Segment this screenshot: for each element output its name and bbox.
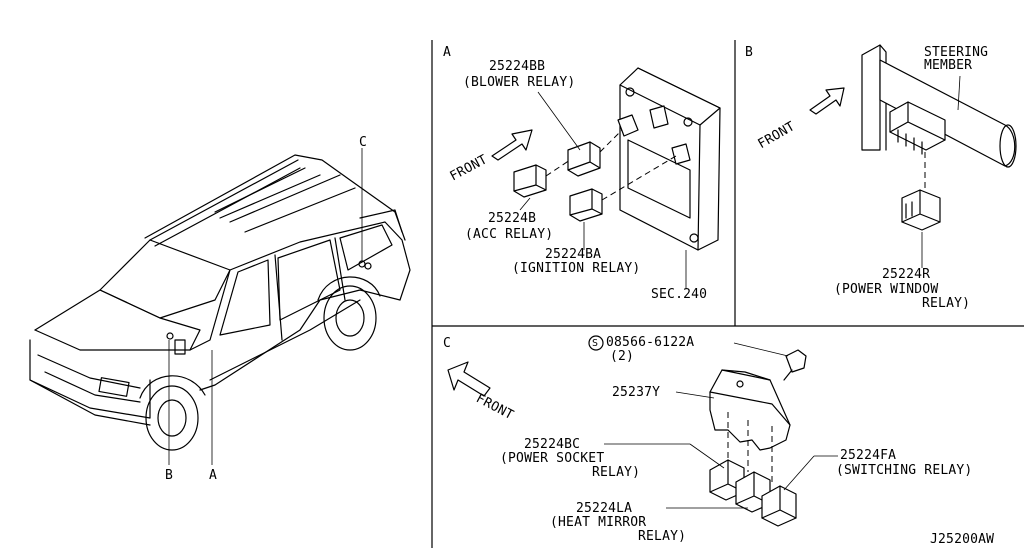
steering-member-line1: STEERING	[924, 45, 989, 60]
ignition-relay-part: 25224BA	[545, 247, 602, 262]
bracket-part-number: 25237Y	[612, 385, 661, 400]
bolt-symbol: S	[592, 338, 599, 349]
switching-relay-name: (SWITCHING RELAY)	[836, 463, 973, 478]
panel-a-drawing	[491, 67, 721, 288]
acc-relay-name: (ACC RELAY)	[465, 227, 554, 242]
panel-b-letter: B	[745, 45, 754, 60]
blower-relay-part: 25224BB	[489, 59, 546, 74]
panel-b-drawing	[809, 44, 1017, 268]
diagram-code: J25200AW	[930, 532, 995, 547]
power-window-relay-part: 25224R	[882, 267, 931, 282]
panel-c-letter: C	[443, 336, 452, 351]
callout-c-label: C	[358, 135, 368, 150]
panel-a-letter: A	[443, 45, 452, 60]
ignition-relay-name: (IGNITION RELAY)	[512, 261, 641, 276]
heat-mirror-relay-line1: (HEAT MIRROR	[550, 515, 647, 530]
bolt-part-number: 08566-6122A	[606, 335, 695, 350]
callout-a-label: A	[208, 468, 218, 483]
heat-mirror-relay-line2: RELAY)	[638, 529, 687, 544]
heat-mirror-relay-part: 25224LA	[576, 501, 633, 516]
power-socket-relay-part: 25224BC	[524, 437, 581, 452]
panel-frame	[431, 40, 1024, 548]
steering-member-line2: MEMBER	[924, 58, 973, 73]
bolt-quantity: (2)	[610, 349, 635, 364]
power-socket-relay-line1: (POWER SOCKET	[500, 451, 605, 466]
blower-relay-name: (BLOWER RELAY)	[463, 75, 576, 90]
vehicle-illustration	[29, 148, 411, 465]
switching-relay-part: 25224FA	[840, 448, 897, 463]
callout-b-label: B	[164, 468, 174, 483]
panel-c-drawing	[447, 335, 838, 527]
power-socket-relay-line2: RELAY)	[592, 465, 641, 480]
acc-relay-part: 25224B	[488, 211, 537, 226]
power-window-relay-line1: (POWER WINDOW	[834, 282, 939, 297]
power-window-relay-line2: RELAY)	[922, 296, 971, 311]
section-ref-label: SEC.240	[651, 287, 708, 302]
